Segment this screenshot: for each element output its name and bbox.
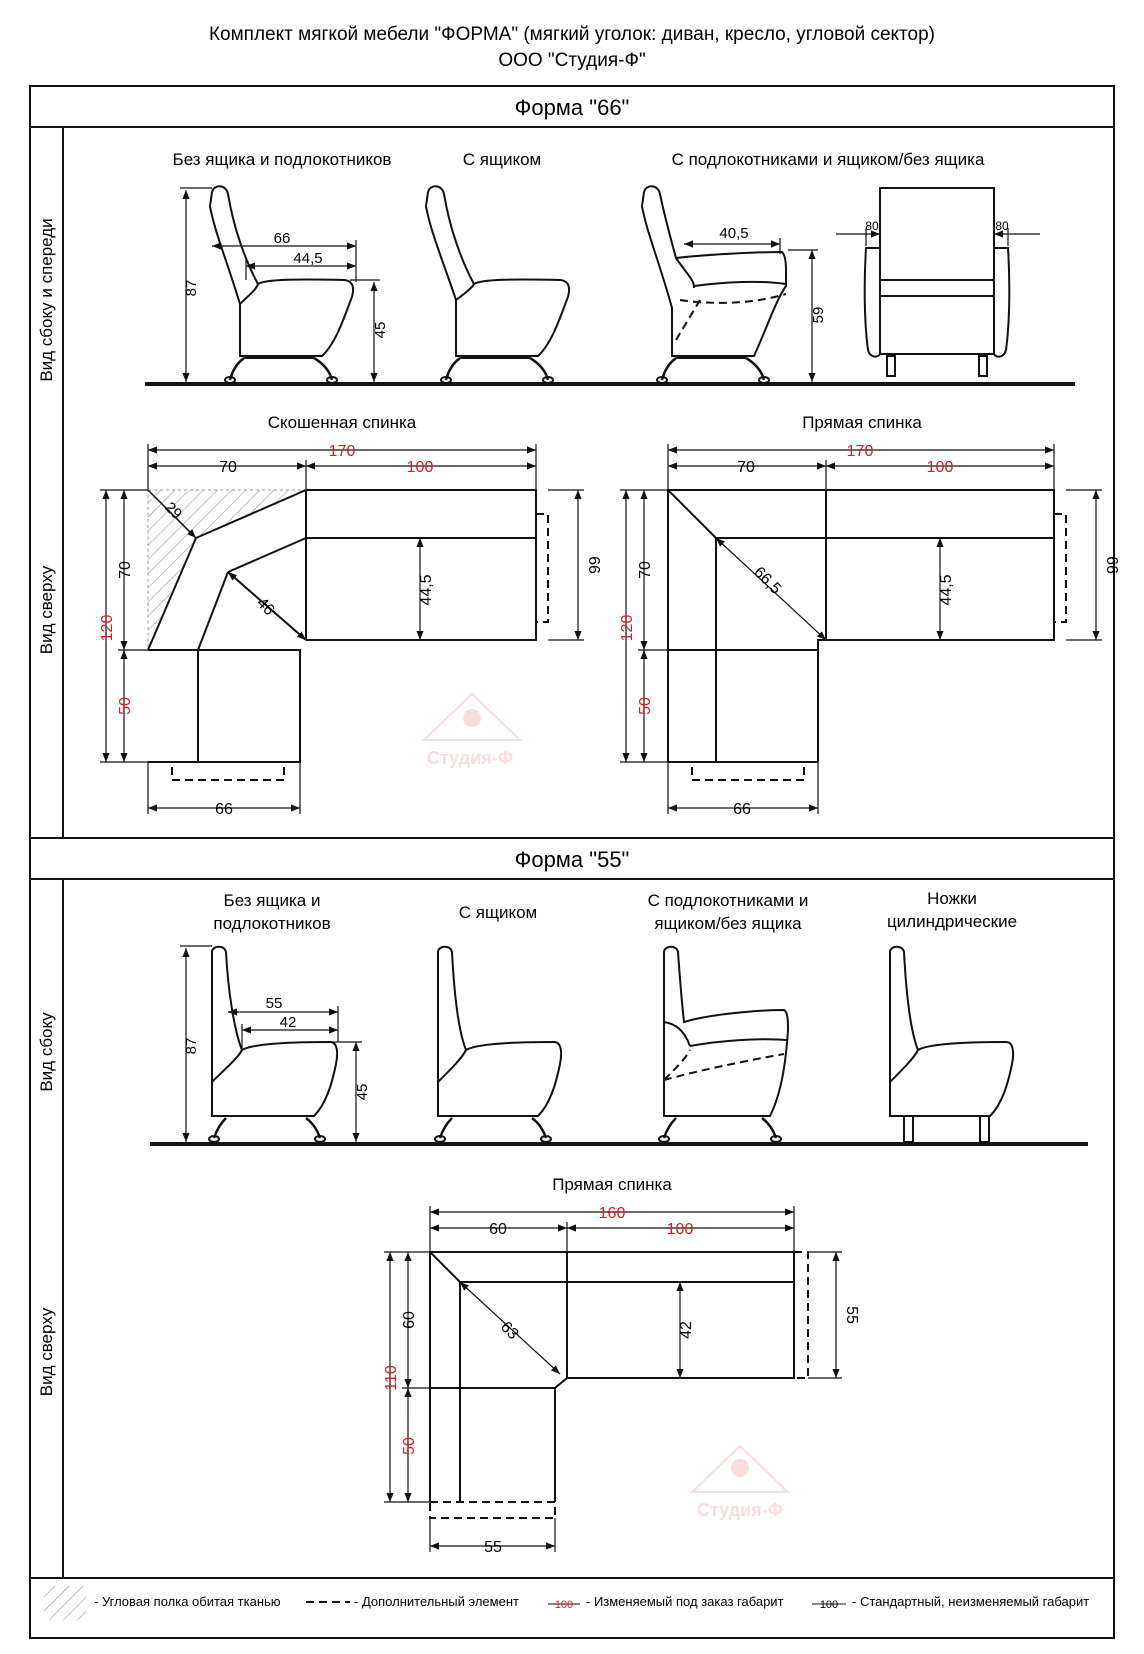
plan-55-title: Прямая спинка <box>552 1175 672 1194</box>
plan-66-straight-dims-top <box>667 444 1055 490</box>
chair-66-front-view <box>863 187 1011 377</box>
chair-66-no-box <box>208 185 355 384</box>
plan-66-bevel-shape <box>146 488 549 781</box>
section-66-side-view-label: Вид сбоку и спереди <box>37 218 56 381</box>
plan-55-shape <box>429 1251 809 1519</box>
caption-55-with-arms-1: С подлокотниками и <box>648 891 809 910</box>
legend-black-sample: 100 <box>820 1599 838 1611</box>
caption-55-with-box: С ящиком <box>459 903 537 922</box>
plan-66-bevel-v-total: 120 <box>99 615 116 642</box>
plan-66-straight-v-total: 120 <box>619 615 636 642</box>
legend-black-text: - Стандартный, неизменяемый габарит <box>852 1594 1089 1609</box>
dim-66-arm-width-right: 80 <box>995 219 1009 233</box>
plan-66-straight-left: 70 <box>737 459 755 476</box>
plan-66-bevel-bottom: 66 <box>215 801 233 818</box>
dim-55-seat: 42 <box>280 1014 297 1031</box>
plan-55-seat: 42 <box>678 1321 695 1339</box>
legend-hatch-swatch <box>44 1586 86 1620</box>
plan-66-bevel-depth: 66 <box>585 556 602 574</box>
legend-red-text: - Изменяемый под заказ габарит <box>586 1594 784 1609</box>
sheet-frame <box>29 85 1115 1639</box>
plan-66-straight-depth: 66 <box>1103 556 1120 574</box>
caption-55-cyl-legs-1: Ножки <box>927 889 977 908</box>
dim-55-height: 87 <box>183 1038 200 1055</box>
plan-66-straight-v-top: 70 <box>637 561 654 579</box>
legend-dashed-text: - Дополнительный элемент <box>354 1594 519 1609</box>
plan-55-dims-side <box>384 1251 842 1552</box>
svg-text:Студия-Ф: Студия-Ф <box>697 1500 783 1520</box>
chair-55-no-box-dims <box>180 945 362 1142</box>
plan-66-bevel-seat: 44,5 <box>418 574 435 605</box>
dim-55-seat-height: 45 <box>354 1084 371 1101</box>
caption-55-cyl-legs-2: цилиндрические <box>887 912 1017 931</box>
chair-66-with-box <box>424 185 571 384</box>
plan-66-bevel-left: 70 <box>219 459 237 476</box>
dim-66-arm-height: 59 <box>810 307 827 324</box>
plan-55-right: 100 <box>667 1221 694 1238</box>
dim-55-depth: 55 <box>266 995 283 1012</box>
watermark-logo-1: Студия-Ф <box>421 692 523 768</box>
plan-66-straight-v-bottom: 50 <box>637 697 654 715</box>
legend-hatch-text: - Угловая полка обитая тканью <box>94 1594 281 1609</box>
plan-66-bevel-v-bottom: 50 <box>117 697 134 715</box>
plan-66-straight-bottom: 66 <box>733 801 751 818</box>
chair-55-cyl-legs <box>889 945 1015 1143</box>
plan-66-straight-total: 170 <box>847 443 874 460</box>
dim-66-height: 87 <box>183 280 200 297</box>
plan-66-straight-right: 100 <box>927 459 954 476</box>
section-66-top-view-label: Вид сверху <box>37 565 56 654</box>
plan-66-bevel-dims-side <box>100 489 584 814</box>
dim-66-seat: 44,5 <box>293 250 322 267</box>
section-66-title: Форма "66" <box>515 95 630 120</box>
svg-text:Студия-Ф: Студия-Ф <box>427 748 513 768</box>
chair-55-with-arms <box>658 945 790 1143</box>
caption-55-with-arms-2: ящиком/без ящика <box>654 914 802 933</box>
plan-55-v-bottom: 50 <box>401 1437 418 1455</box>
chair-66-with-arms-dims <box>684 238 818 382</box>
chair-55-no-box <box>208 945 339 1143</box>
plan-55-v-total: 110 <box>383 1365 400 1391</box>
caption-66-no-box: Без ящика и подлокотников <box>173 150 392 169</box>
plan-66-straight-dims-side <box>620 489 1102 814</box>
dim-66-arm-depth: 40,5 <box>719 225 748 242</box>
plan-55-bottom: 55 <box>484 1539 502 1556</box>
chair-55-with-box <box>434 945 563 1143</box>
chair-66-no-box-dims <box>180 187 380 382</box>
caption-66-with-arms: С подлокотниками и ящиком/без ящика <box>672 150 985 169</box>
section-55-side-view-label: Вид сбоку <box>37 1012 56 1092</box>
plan-55-v-top: 60 <box>401 1311 418 1329</box>
plan-66-bevel-right: 100 <box>407 459 434 476</box>
section-55-title: Форма "55" <box>515 847 630 872</box>
plan-66-bevel-total: 170 <box>329 443 356 460</box>
chair-66-with-arms <box>640 185 787 384</box>
dim-66-seat-height: 45 <box>372 322 389 339</box>
plan-66-bevel-v-top: 70 <box>117 561 134 579</box>
caption-55-no-box-2: подлокотников <box>213 914 330 933</box>
legend-red-sample: 100 <box>555 1599 573 1611</box>
plan-66-bevel-title: Скошенная спинка <box>268 413 417 432</box>
plan-66-straight-seat: 44,5 <box>938 574 955 605</box>
caption-66-with-box: С ящиком <box>463 150 541 169</box>
plan-55-left: 60 <box>489 1221 507 1238</box>
plan-55-diag: 63 <box>497 1319 522 1344</box>
section-55-top-view-label: Вид сверху <box>37 1307 56 1396</box>
watermark-logo-2: Студия-Ф <box>689 1444 791 1520</box>
plan-66-straight-shape <box>667 489 1067 781</box>
chair-66-front-dims <box>836 228 1040 246</box>
page-title: Комплект мягкой мебели "ФОРМА" (мягкий у… <box>209 24 935 45</box>
plan-66-straight-title: Прямая спинка <box>802 413 922 432</box>
caption-55-no-box-1: Без ящика и <box>224 891 321 910</box>
plan-55-total: 160 <box>599 1205 626 1222</box>
plan-55-dims-top <box>429 1206 795 1252</box>
dim-66-depth: 66 <box>274 230 291 247</box>
plan-55-depth: 55 <box>843 1306 860 1324</box>
plan-66-straight-diag: 66,5 <box>750 564 784 598</box>
company-name: ООО "Студия-Ф" <box>498 50 645 71</box>
dim-66-arm-width-left: 80 <box>865 219 879 233</box>
plan-66-bevel-dims-top <box>147 444 537 490</box>
